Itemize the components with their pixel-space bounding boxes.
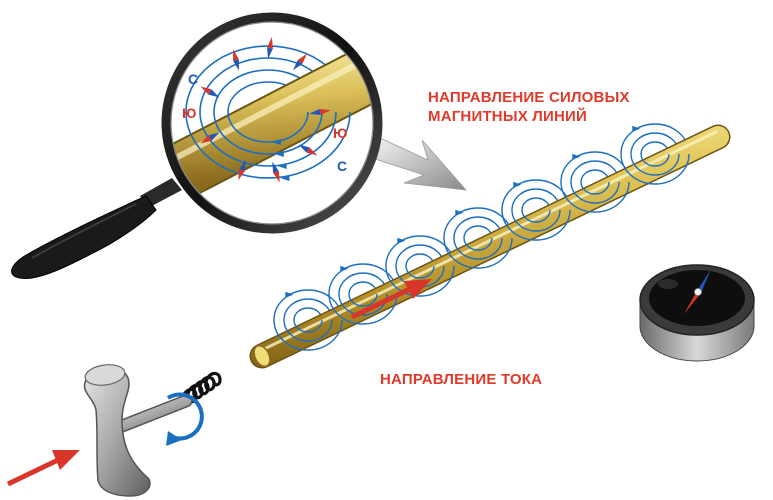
field-line-front [580, 181, 610, 195]
lens-needle [200, 86, 220, 98]
field-direction-arrow [513, 181, 522, 188]
zoom-arrow [371, 137, 467, 191]
pole-label-north-right: С [337, 158, 347, 174]
magnifying-glass-icon: С Ю Ю С [161, 12, 383, 234]
field-lines-front [273, 153, 690, 351]
field-line-front [560, 181, 630, 213]
field-line-front [453, 237, 503, 260]
lens-compass-needles [200, 37, 331, 183]
field-line-front [385, 265, 455, 297]
lens-needle [233, 49, 239, 71]
pole-label-south-right: Ю [333, 125, 347, 141]
lens-field-lines-front [185, 111, 351, 181]
field-line-front [620, 153, 690, 185]
pole-label-south-left: Ю [182, 105, 196, 121]
field-direction-label: НАПРАВЛЕНИЕ СИЛОВЫХ МАГНИТНЫХ ЛИНИЙ [428, 88, 630, 126]
lens-field-direction-arrow [274, 151, 284, 157]
field-line-front [463, 237, 493, 251]
lens-needle [238, 159, 246, 181]
current-direction-label: НАПРАВЛЕНИЕ ТОКА [380, 371, 543, 388]
lens-needle [292, 53, 308, 71]
field-line-front [273, 319, 343, 351]
lens-needle [267, 37, 273, 59]
lens-field-direction-arrow [272, 139, 281, 145]
lens-needle [298, 144, 318, 156]
compass-icon [639, 264, 755, 362]
field-line-front [640, 153, 670, 167]
corkscrew-handle [83, 364, 151, 497]
pole-label-north-left: С [188, 71, 198, 87]
lens-field-line-front [185, 111, 351, 179]
lens-field-line-front [213, 111, 323, 155]
field-direction-arrow [632, 125, 641, 132]
field-line-front [501, 209, 571, 241]
magnifier-handle [11, 178, 182, 279]
field-direction-arrow [455, 209, 464, 216]
lens-field-line-front [227, 111, 309, 143]
lens-needle [200, 132, 220, 144]
field-line-front [630, 153, 680, 176]
field-direction-arrow [340, 265, 349, 272]
push-arrow-icon [6, 450, 80, 487]
current-arrow-icon [350, 279, 432, 320]
corkscrew-shaft [105, 394, 193, 437]
field-line-front [511, 209, 561, 232]
field-line-front [521, 209, 551, 223]
field-line-front [293, 319, 323, 333]
field-line-front [283, 319, 333, 342]
field-direction-label-line1: НАПРАВЛЕНИЕ СИЛОВЫХ [428, 89, 630, 106]
field-direction-label-line2: МАГНИТНЫХ ЛИНИЙ [428, 108, 587, 125]
field-direction-arrow [572, 153, 581, 160]
compass-needle-south [684, 291, 701, 314]
lens-field-direction-arrow [277, 163, 287, 169]
field-line-front [405, 265, 435, 279]
compass-needle-north [697, 269, 711, 293]
lens-needle [272, 161, 280, 183]
lens-field-direction-arrow [280, 175, 290, 181]
lens-needle [309, 109, 331, 115]
field-direction-arrow [285, 291, 294, 298]
lens-field-line-front [199, 111, 337, 167]
field-line-front [570, 181, 620, 204]
rotation-arrow-icon [166, 392, 204, 446]
field-direction-arrow [397, 237, 406, 244]
field-line-front [328, 293, 398, 325]
field-line-front [348, 293, 378, 307]
field-line-front [443, 237, 513, 269]
